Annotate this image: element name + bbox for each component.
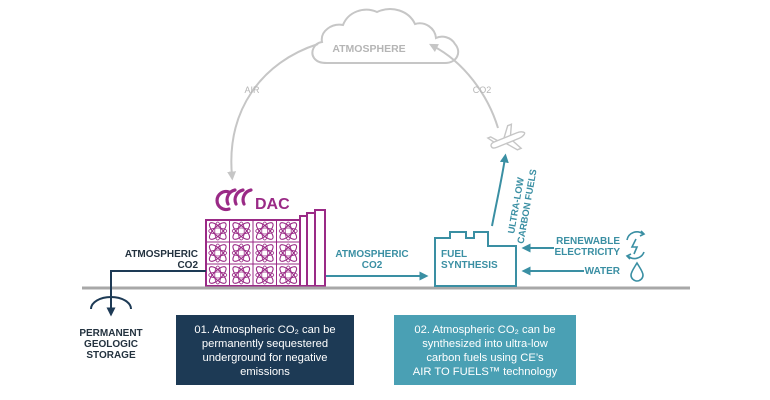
info-box-2-line: synthesized into ultra-low [422,338,548,350]
dac-fan-cell [205,241,230,265]
renewable-label-1: RENEWABLE [556,236,620,247]
info-box-fuels: 02. Atmospheric CO₂ can be synthesized i… [394,315,576,385]
storage-label-1: PERMANENT [79,328,142,339]
info-box-1-line: underground for negative [202,352,328,364]
dac-fan-cell [205,263,230,287]
info-box-1-line: permanently sequestered [201,338,329,350]
renewable-label-2: ELECTRICITY [554,247,620,258]
fuel-synthesis-building [434,231,517,287]
atmosphere-label: ATMOSPHERE [332,43,405,55]
storage-label-3: STORAGE [86,350,136,361]
dac-fan-cell [229,241,254,265]
dac-facility [205,209,326,287]
storage-dome-icon [90,296,132,310]
dac-fan-cell [252,219,277,243]
storage-arrow [106,270,206,317]
info-box-sequestration: 01. Atmospheric CO₂ can be permanently s… [176,315,354,385]
atm-co2-left-label-1: ATMOSPHERIC [125,249,198,260]
info-box-2-line: carbon fuels using CE’s [426,352,544,364]
atm-co2-left-label-2: CO2 [177,260,198,271]
atm-co2-mid-label-2: CO2 [362,260,383,271]
air-arrow [227,43,319,181]
dac-fan-cell [229,219,254,243]
airplane-icon [486,123,526,151]
co2-top-label: CO2 [473,85,492,95]
renewable-energy-icon [625,230,646,260]
storage-label-2: GEOLOGIC [84,339,138,350]
dac-label: DAC [255,196,290,213]
co2-to-atmosphere-arrow [429,43,499,129]
info-box-2-line: 02. Atmospheric CO₂ can be [414,324,556,336]
water-drop-icon [630,261,644,282]
info-box-2-line: AIR TO FUELS™ technology [412,366,558,378]
dac-fan-cell [276,219,301,243]
dac-fan-cell [252,241,277,265]
atm-co2-mid-label-1: ATMOSPHERIC [335,249,408,260]
dac-fan-cell [276,241,301,265]
dac-fan-cell [229,263,254,287]
air-label: AIR [244,85,260,95]
dac-fan-cell [276,263,301,287]
dac-logo-icon [215,188,253,212]
info-box-1-line: emissions [240,366,290,378]
dac-fan-cell [252,263,277,287]
fuel-synthesis-label-1: FUEL [441,249,467,260]
info-box-1-line: 01. Atmospheric CO₂ can be [194,324,336,336]
dac-fan-cell [205,219,230,243]
ultra-low-fuels-arrow [491,153,509,227]
fuel-synthesis-label-2: SYNTHESIS [441,260,498,271]
water-label: WATER [585,266,621,277]
cloud-icon [311,8,460,64]
